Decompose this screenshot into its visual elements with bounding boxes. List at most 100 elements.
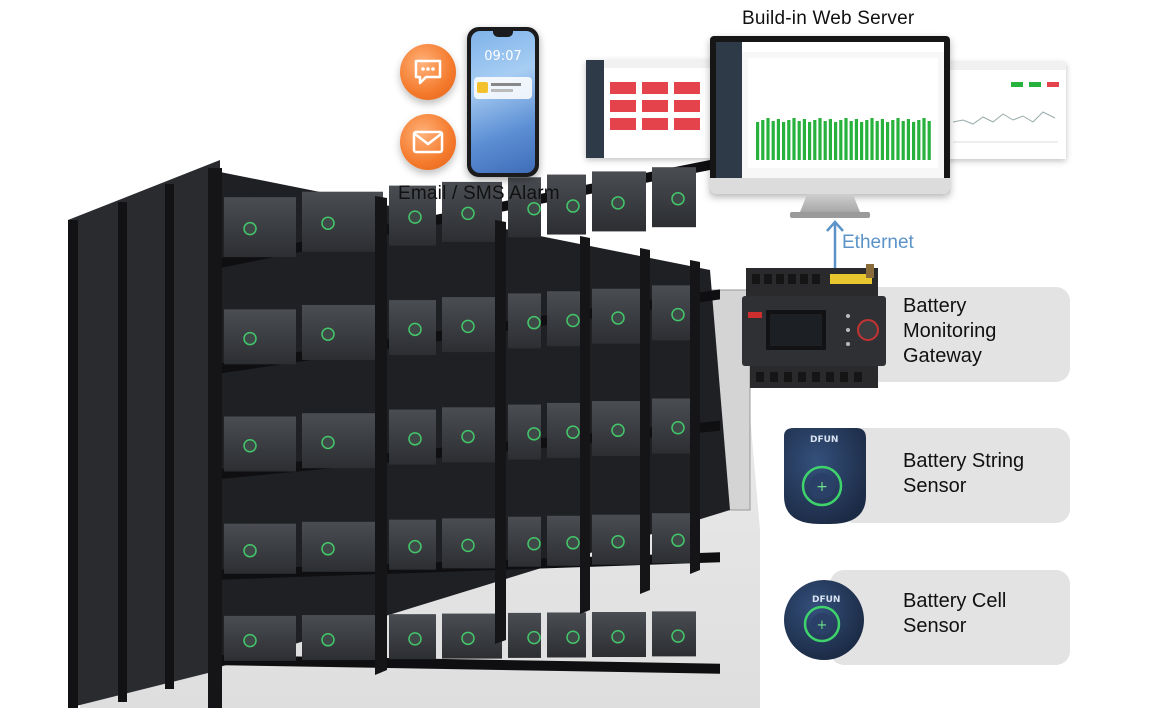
cell-sensor-on-battery bbox=[461, 206, 475, 221]
sensor-brand-text: DFUN bbox=[810, 435, 838, 445]
monitor-bar bbox=[891, 120, 895, 160]
battery-block bbox=[224, 523, 296, 574]
monitor-bar bbox=[766, 118, 770, 160]
gateway-label: Battery Monitoring Gateway bbox=[903, 294, 996, 369]
cell-sensor-on-battery bbox=[461, 538, 475, 553]
svg-text:+: + bbox=[816, 479, 828, 495]
sensor-brand-text: DFUN bbox=[812, 595, 840, 605]
battery-block bbox=[224, 615, 296, 661]
string-sensor-label-line: Sensor bbox=[903, 475, 967, 497]
phone-notification bbox=[474, 77, 532, 99]
monitor-bar bbox=[922, 118, 926, 160]
cell-sensor-on-battery bbox=[527, 202, 541, 216]
cell-sensor-on-battery bbox=[408, 210, 422, 224]
dashboard-screen-right bbox=[945, 62, 1066, 159]
monitor-bar bbox=[776, 119, 780, 160]
cell-sensor-on-battery bbox=[566, 536, 580, 550]
monitor-bar bbox=[912, 122, 916, 160]
cell-sensor-on-battery bbox=[321, 542, 335, 556]
cell-sensor-on-battery bbox=[461, 631, 475, 646]
cell-sensor-on-battery bbox=[611, 630, 625, 644]
cell-sensor-label: Battery Cell Sensor bbox=[903, 589, 1006, 639]
cell-sensor-on-battery bbox=[461, 429, 475, 444]
cell-sensor-label-line: Sensor bbox=[903, 615, 967, 637]
cell-sensor-on-battery bbox=[566, 425, 580, 439]
monitor-bar bbox=[756, 122, 760, 160]
cell-sensor-on-battery bbox=[408, 322, 422, 337]
cell-sensor-on-battery bbox=[321, 216, 335, 230]
cell-sensor-on-battery bbox=[611, 423, 625, 438]
string-sensor-card bbox=[840, 428, 1070, 523]
battery-rack-image bbox=[68, 158, 760, 708]
monitor-bar bbox=[896, 118, 900, 160]
battery-string-sensor-image: DFUN + bbox=[784, 428, 866, 524]
web-server-monitor bbox=[710, 36, 950, 194]
string-sensor-label-line: Battery String bbox=[903, 450, 1025, 472]
cell-sensor-on-battery bbox=[671, 421, 685, 435]
cell-sensor-on-battery bbox=[243, 438, 257, 453]
cell-sensor-on-battery bbox=[671, 191, 685, 206]
cell-sensor-on-battery bbox=[611, 534, 625, 549]
sms-chat-icon bbox=[400, 44, 456, 100]
battery-block bbox=[224, 197, 296, 258]
battery-block bbox=[302, 191, 383, 252]
cell-sensor-on-battery bbox=[566, 630, 580, 644]
cell-sensor-on-battery bbox=[408, 432, 422, 446]
cell-sensor-on-battery bbox=[243, 633, 257, 648]
monitor-bar bbox=[782, 122, 786, 160]
monitor-bar bbox=[849, 121, 853, 160]
monitor-screen bbox=[716, 42, 944, 188]
monitor-bar bbox=[818, 118, 822, 160]
cell-sensor-card bbox=[830, 570, 1070, 665]
ethernet-label: Ethernet bbox=[842, 232, 914, 253]
cell-sensor-on-battery bbox=[527, 315, 541, 330]
phone-screen: 09:07 bbox=[471, 31, 535, 173]
web-server-label: Build-in Web Server bbox=[742, 8, 915, 29]
cell-sensor-on-battery bbox=[671, 533, 685, 547]
monitor-bar bbox=[828, 119, 832, 160]
monitor-bar bbox=[875, 121, 879, 160]
gateway-label-line: Monitoring bbox=[903, 320, 997, 342]
gateway-label-line: Gateway bbox=[903, 345, 982, 367]
svg-text:+: + bbox=[817, 618, 828, 633]
monitor-bar bbox=[808, 122, 812, 160]
battery-block bbox=[547, 515, 586, 566]
monitor-chin bbox=[710, 178, 950, 194]
gateway-card bbox=[850, 287, 1070, 382]
cell-sensor-on-battery bbox=[566, 199, 580, 213]
cell-sensor-on-battery bbox=[243, 221, 257, 236]
monitor-bar bbox=[839, 120, 843, 160]
phone-clock: 09:07 bbox=[484, 49, 522, 64]
monitor-bar bbox=[901, 121, 905, 160]
monitor-bar bbox=[927, 121, 931, 160]
string-sensor-label: Battery String Sensor bbox=[903, 449, 1024, 499]
monitor-bar bbox=[823, 121, 827, 160]
alarm-label: Email / SMS Alarm bbox=[398, 183, 560, 204]
cell-sensor-on-battery bbox=[321, 327, 335, 341]
cell-sensor-on-battery bbox=[527, 427, 541, 441]
cell-sensor-on-battery bbox=[566, 313, 580, 328]
gateway-label-line: Battery bbox=[903, 295, 967, 317]
cell-sensor-on-battery bbox=[671, 307, 685, 322]
cell-sensor-on-battery bbox=[408, 632, 422, 646]
monitor-bar bbox=[880, 119, 884, 160]
battery-block bbox=[224, 309, 296, 365]
cell-sensor-on-battery bbox=[321, 435, 335, 450]
cell-sensor-on-battery bbox=[527, 536, 541, 551]
monitor-bar bbox=[917, 120, 921, 160]
smartphone: 09:07 bbox=[467, 27, 539, 177]
battery-cell-sensor-image: DFUN + bbox=[784, 580, 864, 660]
monitor-bar bbox=[792, 118, 796, 160]
battery-block bbox=[302, 615, 383, 661]
monitor-bar bbox=[802, 119, 806, 160]
email-envelope-icon bbox=[400, 114, 456, 170]
monitor-bar bbox=[771, 121, 775, 160]
monitor-bar bbox=[854, 119, 858, 160]
cell-sensor-on-battery bbox=[408, 539, 422, 554]
cell-sensor-on-battery bbox=[611, 311, 625, 325]
cell-sensor-on-battery bbox=[321, 633, 335, 647]
cell-sensor-on-battery bbox=[611, 196, 625, 210]
monitor-bar bbox=[813, 120, 817, 160]
battery-block bbox=[547, 612, 586, 658]
monitor-bar bbox=[761, 120, 765, 160]
